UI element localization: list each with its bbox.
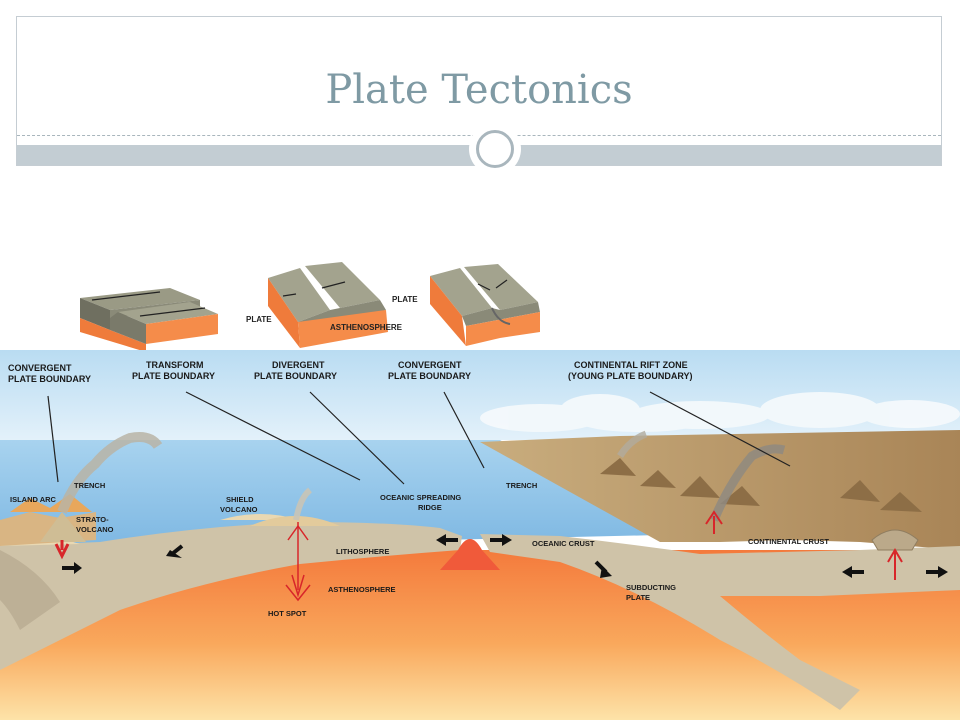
subducting-slab-left <box>0 550 60 630</box>
title-box: Plate Tectonics <box>16 16 942 175</box>
label-island-arc: ISLAND ARC <box>10 495 57 504</box>
mountains <box>600 458 922 512</box>
clouds <box>480 392 960 432</box>
label-asthenosphere: ASTHENOSPHERE <box>328 585 396 594</box>
plate-motion-arrows <box>62 534 948 578</box>
title-ornament <box>469 123 521 175</box>
ocean <box>0 440 660 550</box>
rift-volcano <box>617 430 786 534</box>
label-block-plate-left: PLATE <box>246 315 272 324</box>
label-block-asthenosphere: ASTHENOSPHERE <box>330 323 403 332</box>
label-trench-left: TRENCH <box>74 481 105 490</box>
shield-volcano <box>250 487 340 526</box>
lithosphere-right <box>480 534 960 710</box>
ridge-magma <box>440 539 500 570</box>
divergent-block: PLATE PLATE ASTHENOSPHERE <box>246 262 418 348</box>
label-continental-crust: CONTINENTAL CRUST <box>748 537 829 546</box>
label-trench-right: TRENCH <box>506 481 537 490</box>
label-block-plate: PLATE <box>392 295 418 304</box>
continent <box>480 430 960 550</box>
label-oceanic-crust: OCEANIC CRUST <box>532 539 595 548</box>
stratovolcano <box>40 432 163 560</box>
convergent-block <box>430 264 540 346</box>
lithosphere-left <box>0 522 462 670</box>
label-hot-spot: HOT SPOT <box>268 609 307 618</box>
label-strato-volcano: STRATO-VOLCANO <box>76 515 114 534</box>
leader-lines <box>47 391 791 485</box>
plate-tectonics-diagram: PLATE PLATE ASTHENOSPHERE <box>0 262 960 720</box>
slide-title: Plate Tectonics <box>325 67 633 113</box>
rift-zone <box>871 529 919 580</box>
label-lithosphere: LITHOSPHERE <box>336 547 389 556</box>
label-rift: CONTINENTAL RIFT ZONE(YOUNG PLATE BOUNDA… <box>568 360 693 381</box>
hot-spot-plume <box>285 522 311 602</box>
transform-block <box>80 288 218 352</box>
